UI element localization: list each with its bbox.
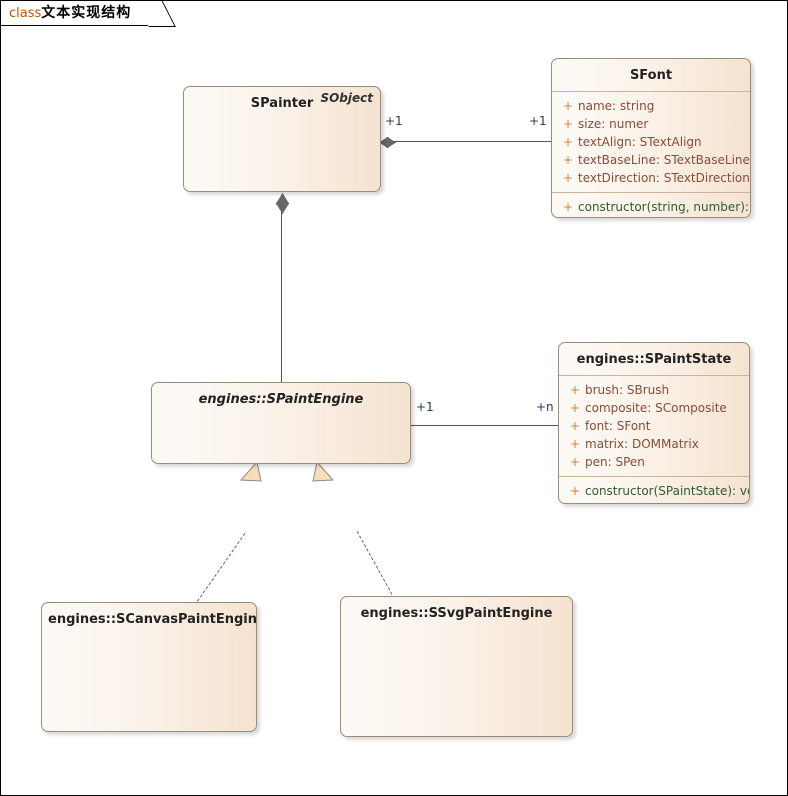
class-name-sfont: SFont [629, 68, 673, 83]
class-title-spaintstate: engines::SPaintState [559, 343, 749, 375]
attribute-row: + textAlign: STextAlign [552, 133, 750, 151]
attribute-row: + name: string [552, 97, 750, 115]
class-box-spaintengine[interactable]: engines::SPaintEngine [151, 382, 411, 464]
attribute-row: + font: SFont [559, 417, 749, 435]
operation-label: constructor(string, number): void [578, 200, 750, 214]
class-box-sfont[interactable]: SFont + name: string + size: numer + tex… [551, 58, 751, 218]
visibility-marker: + [562, 99, 574, 113]
class-name-scanvaspaintengine: engines::SCanvasPaintEngine [48, 612, 257, 627]
attribute-label: font: SFont [585, 419, 651, 433]
class-divider-spaintstate-ops [559, 476, 749, 477]
attribute-label: size: numer [578, 117, 649, 131]
diagram-title-keyword: class [9, 6, 42, 21]
class-title-spaintengine: engines::SPaintEngine [152, 383, 410, 415]
connector-painter-engine-line [281, 197, 282, 383]
visibility-marker: + [569, 484, 581, 498]
visibility-marker: + [562, 117, 574, 131]
attribute-row: + textDirection: STextDirection [552, 169, 750, 187]
composition-diamond-painter-engine [276, 193, 289, 214]
class-attributes-sfont: + name: string + size: numer + textAlign… [552, 92, 750, 192]
class-box-scanvaspaintengine[interactable]: engines::SCanvasPaintEngine [41, 602, 257, 732]
realization-line-canvas [197, 533, 246, 602]
class-title-sfont: SFont [552, 59, 750, 91]
class-name-spainter: SPainter [250, 96, 314, 111]
class-title-ssvgpaintengine: engines::SSvgPaintEngine [341, 597, 572, 629]
operation-row: + constructor(SPaintState): void [559, 482, 749, 500]
attribute-label: textDirection: STextDirection [578, 171, 750, 185]
multiplicity-painter-font-target: +1 [529, 114, 547, 128]
attribute-label: pen: SPen [585, 455, 645, 469]
operation-row: + constructor(string, number): void [552, 198, 750, 216]
class-divider-sfont-attrs [552, 91, 750, 92]
attribute-label: brush: SBrush [585, 383, 670, 397]
class-divider-sfont-ops [552, 192, 750, 193]
visibility-marker: + [562, 200, 574, 214]
visibility-marker: + [569, 383, 581, 397]
attribute-label: textAlign: STextAlign [578, 135, 702, 149]
operation-label: constructor(SPaintState): void [585, 484, 750, 498]
visibility-marker: + [569, 401, 581, 415]
attribute-label: composite: SComposite [585, 401, 727, 415]
class-name-spaintstate: engines::SPaintState [576, 352, 732, 367]
attribute-row: + size: numer [552, 115, 750, 133]
realization-arrow-canvas [239, 462, 262, 482]
class-box-spaintstate[interactable]: engines::SPaintState + brush: SBrush + c… [558, 342, 750, 504]
realization-line-svg [356, 531, 395, 599]
attribute-row: + brush: SBrush [559, 381, 749, 399]
class-stereotype-spainter: SObject [320, 91, 373, 105]
visibility-marker: + [562, 153, 574, 167]
attribute-row: + composite: SComposite [559, 399, 749, 417]
attribute-row: + pen: SPen [559, 453, 749, 471]
visibility-marker: + [562, 135, 574, 149]
attribute-label: matrix: DOMMatrix [585, 437, 699, 451]
multiplicity-painter-font-source: +1 [385, 114, 403, 128]
class-name-ssvgpaintengine: engines::SSvgPaintEngine [360, 606, 553, 621]
attribute-label: name: string [578, 99, 655, 113]
diagram-title: class文本实现结构 [9, 5, 131, 22]
multiplicity-engine-state-target: +n [536, 400, 554, 414]
composition-diamond-painter-font [379, 137, 396, 148]
diagram-title-tab: class文本实现结构 [1, 1, 176, 27]
attribute-label: textBaseLine: STextBaseLine [578, 153, 750, 167]
attribute-row: + textBaseLine: STextBaseLine [552, 151, 750, 169]
multiplicity-engine-state-source: +1 [416, 400, 434, 414]
class-title-spainter: SObject SPainter [184, 87, 380, 119]
title-tab-skew-edge [135, 1, 176, 27]
visibility-marker: + [569, 419, 581, 433]
realization-arrow-svg [312, 462, 335, 482]
class-box-ssvgpaintengine[interactable]: engines::SSvgPaintEngine [340, 596, 573, 737]
connector-painter-font-line [391, 141, 551, 142]
class-operations-sfont: + constructor(string, number): void [552, 193, 750, 217]
visibility-marker: + [569, 437, 581, 451]
diagram-title-label: 文本实现结构 [41, 5, 132, 21]
connector-engine-state-line [411, 425, 559, 426]
class-operations-spaintstate: + constructor(SPaintState): void [559, 477, 749, 503]
attribute-row: + matrix: DOMMatrix [559, 435, 749, 453]
class-divider-spaintstate-attrs [559, 375, 749, 376]
class-name-spaintengine: engines::SPaintEngine [198, 392, 364, 407]
visibility-marker: + [562, 171, 574, 185]
visibility-marker: + [569, 455, 581, 469]
class-title-scanvaspaintengine: engines::SCanvasPaintEngine [42, 603, 256, 635]
class-attributes-spaintstate: + brush: SBrush + composite: SComposite … [559, 376, 749, 476]
class-box-spainter[interactable]: SObject SPainter [183, 86, 381, 192]
